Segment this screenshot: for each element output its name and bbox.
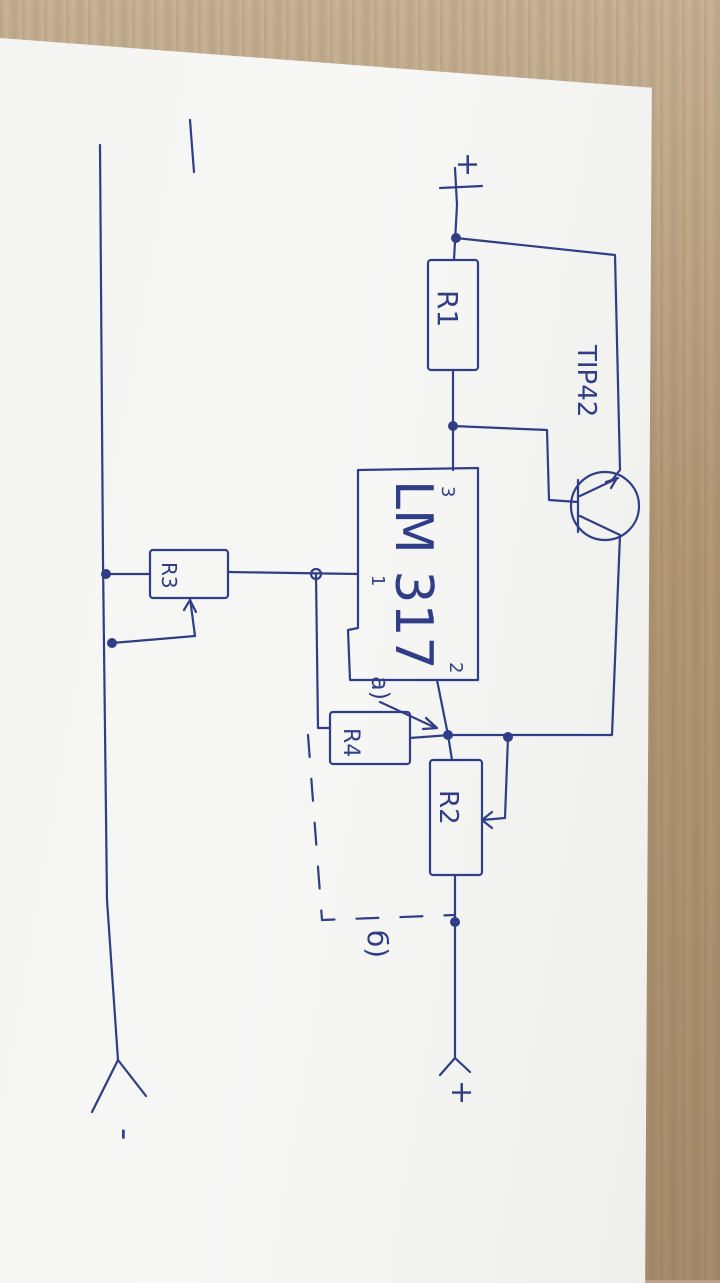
- negative-rail: [98, 143, 120, 1062]
- wire-to-base: [451, 424, 580, 504]
- junction-variant-b: [450, 917, 460, 927]
- transistor-tip42: [569, 470, 641, 542]
- variant-b-dashed-wire: [306, 733, 457, 922]
- r3-wiper: [110, 596, 197, 645]
- r2-wiper: [480, 735, 510, 822]
- positive-output-fork: [438, 1056, 472, 1077]
- r2-label: R2: [433, 790, 463, 825]
- variant-a-label: а): [366, 676, 394, 700]
- transistor-leads: [576, 476, 622, 537]
- wire-pin2: [435, 678, 450, 737]
- negative-input-mark: [188, 118, 196, 174]
- variant-b-label: б): [361, 930, 394, 958]
- variant-a-arrow: [378, 700, 438, 730]
- pin3-label: 3: [437, 486, 458, 497]
- r2-wiper-arrow-icon: [480, 810, 494, 830]
- pin2-label: 2: [445, 662, 466, 673]
- pin1-label: 1: [367, 575, 388, 586]
- input-plus-label: +: [450, 152, 485, 177]
- wire-input-to-emitter: [454, 236, 622, 482]
- wire-node-to-r2: [446, 733, 454, 762]
- regulator-label: LM 317: [383, 480, 443, 670]
- wire-collector: [446, 533, 622, 737]
- r3-wiper-arrow-icon: [182, 598, 198, 614]
- r1-label: R1: [431, 290, 464, 327]
- wire-adj-to-r4: [314, 572, 332, 730]
- junction-r3-a: [101, 569, 111, 579]
- output-minus-label: -: [105, 1128, 145, 1140]
- r4-label: R4: [338, 728, 363, 757]
- negative-output-fork: [90, 1058, 148, 1114]
- emitter-arrow-icon: [604, 476, 619, 490]
- r3-label: R3: [157, 562, 181, 589]
- paper-sheet: [0, 38, 652, 1283]
- variant-a-arrowhead-icon: [421, 716, 439, 731]
- wire-adj: [226, 570, 360, 576]
- regulator-lm317: [346, 466, 480, 682]
- positive-input-symbol: [438, 166, 484, 262]
- output-plus-label: +: [444, 1080, 479, 1105]
- transistor-label: TIP42: [571, 344, 601, 417]
- junction-r3-b: [107, 638, 117, 648]
